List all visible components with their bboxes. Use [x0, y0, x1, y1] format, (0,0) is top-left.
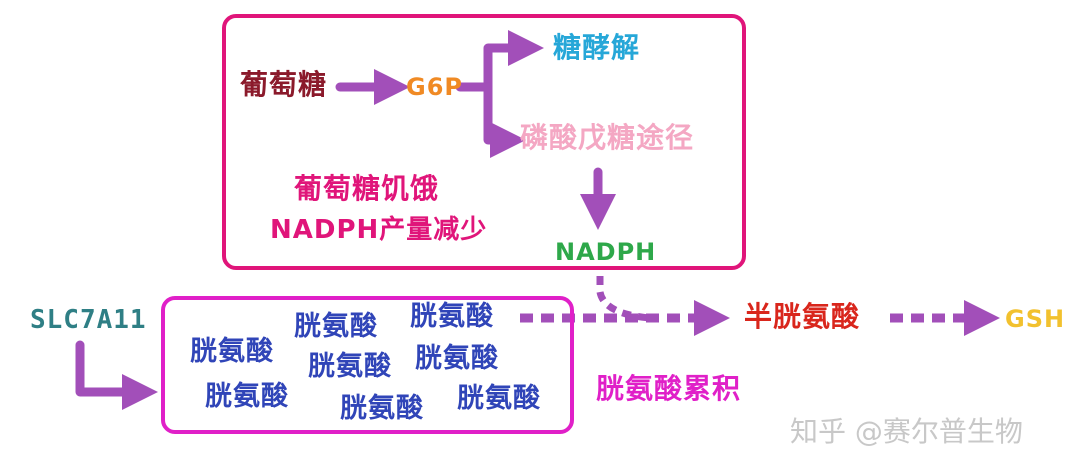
gsh-label: GSH	[1005, 305, 1066, 333]
glycolysis-label: 糖酵解	[553, 31, 641, 64]
cystine-item: 胱氨酸	[410, 301, 494, 332]
glucose-label: 葡萄糖	[240, 68, 328, 101]
cysteine-label: 半胱氨酸	[744, 300, 861, 333]
cystine-item: 胱氨酸	[457, 383, 541, 414]
cystine-item: 胱氨酸	[190, 336, 274, 367]
cystine-item: 胱氨酸	[340, 393, 424, 424]
slc7a11-label: SLC7A11	[30, 305, 147, 335]
cystine-item: 胱氨酸	[205, 381, 289, 412]
pentose-phosphate-pathway-label: 磷酸戊糖途径	[520, 121, 695, 154]
cystine-item: 胱氨酸	[308, 351, 392, 382]
nadph-label: NADPH	[555, 238, 657, 266]
cystine-item: 胱氨酸	[294, 311, 378, 342]
watermark: 知乎 @赛尔普生物	[790, 415, 1023, 448]
arrow-g6p-to-ppp	[483, 82, 526, 158]
arrow-slc7a11-to-cystine	[75, 340, 158, 410]
glucose-metabolism-box	[222, 14, 746, 270]
cystine-accumulation-box	[161, 296, 574, 434]
glucose-starvation-label: 葡萄糖饥饿	[294, 172, 440, 205]
g6p-label: G6P	[406, 73, 463, 101]
arrow-g6p-to-glycolysis	[455, 30, 544, 92]
cystine-accumulation-label: 胱氨酸累积	[596, 372, 742, 405]
nadph-decrease-label: NADPH产量减少	[270, 215, 488, 245]
cystine-item: 胱氨酸	[415, 343, 499, 374]
arrow-nadph-to-cysteine	[596, 276, 651, 322]
